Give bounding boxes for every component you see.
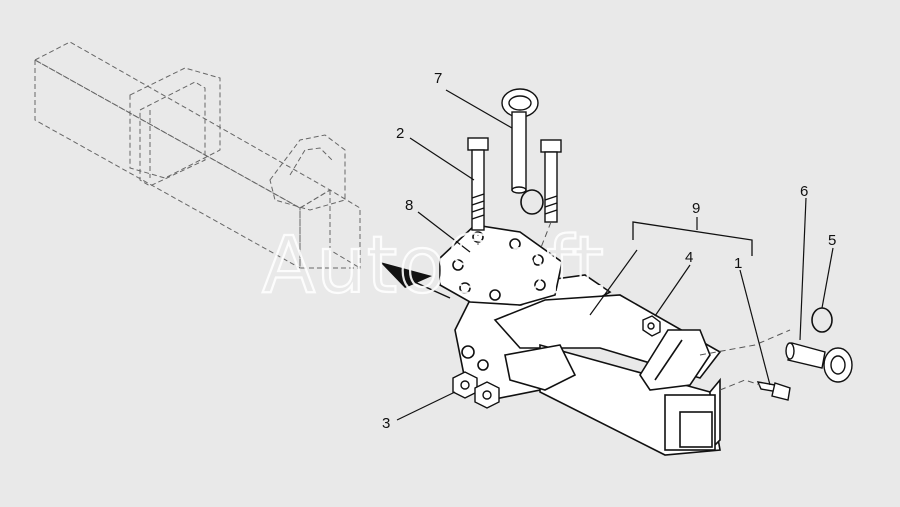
callout-8: 8 — [405, 197, 413, 214]
callout-labels: 7 2 8 9 4 1 6 5 3 — [382, 70, 836, 432]
callout-9-bracket — [632, 221, 753, 256]
hex-nuts — [452, 371, 500, 409]
leader-lines — [396, 89, 834, 421]
callout-6: 6 — [800, 183, 808, 200]
ring-clip — [520, 189, 544, 215]
hitch-pin-vertical — [501, 88, 539, 194]
snap-ring — [811, 307, 833, 333]
callout-1: 1 — [734, 255, 742, 272]
ghost-frame-beam — [33, 41, 361, 269]
assembly-arrow — [380, 262, 451, 299]
callout-9: 9 — [692, 200, 700, 217]
hex-bolt-left — [467, 137, 489, 231]
alignment-lines — [477, 221, 791, 391]
hitch-bracket — [454, 274, 722, 456]
callout-7: 7 — [434, 70, 442, 87]
callout-2: 2 — [396, 125, 404, 142]
small-bolt — [756, 381, 791, 401]
callout-5: 5 — [828, 232, 836, 249]
hitch-pin-horizontal — [785, 342, 853, 383]
autosoft-watermark: AutoSoft — [262, 221, 605, 311]
callout-4: 4 — [685, 249, 693, 266]
lock-nut — [642, 315, 661, 337]
callout-3: 3 — [382, 415, 390, 432]
hex-bolt-right — [540, 139, 562, 223]
